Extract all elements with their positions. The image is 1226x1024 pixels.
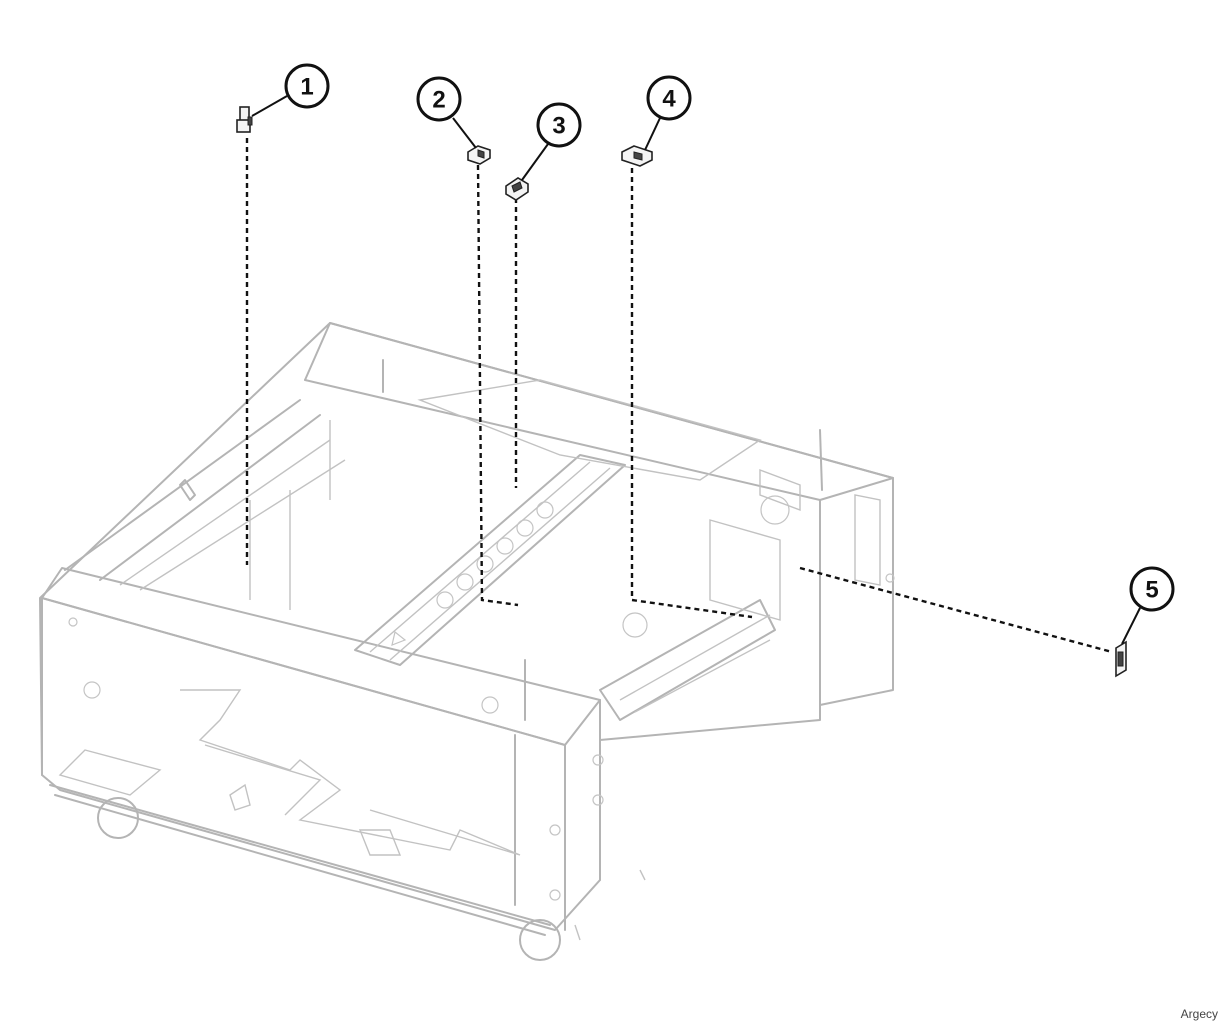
sensor-flag-icon: [1115, 640, 1127, 678]
sensor-icon: [467, 145, 491, 165]
perforated-plate: [417, 379, 762, 481]
leader-line-2: [476, 164, 519, 607]
callout-5[interactable]: 5: [1129, 566, 1175, 612]
caster-front-left: [97, 797, 139, 839]
leader-line-4: [630, 168, 753, 619]
watermark: Argecy: [1180, 1007, 1218, 1021]
caster-front-right: [519, 919, 561, 961]
tray-frame-icon: [39, 322, 895, 961]
sensor-icon-4: [621, 145, 653, 167]
callout-3-label: 3: [552, 113, 565, 140]
sensor-bracket-icon: [236, 106, 253, 133]
callout-1[interactable]: 1: [284, 63, 330, 109]
callout-4[interactable]: 4: [646, 75, 692, 121]
callout-2[interactable]: 2: [416, 76, 462, 122]
callout-5-label: 5: [1145, 577, 1158, 604]
callout-4-label: 4: [662, 86, 676, 113]
leader-line-5: [799, 566, 1113, 654]
callout-1-label: 1: [300, 74, 313, 101]
callout-2-label: 2: [432, 87, 445, 114]
callout-3[interactable]: 3: [536, 102, 582, 148]
connector-icon: [505, 177, 529, 201]
